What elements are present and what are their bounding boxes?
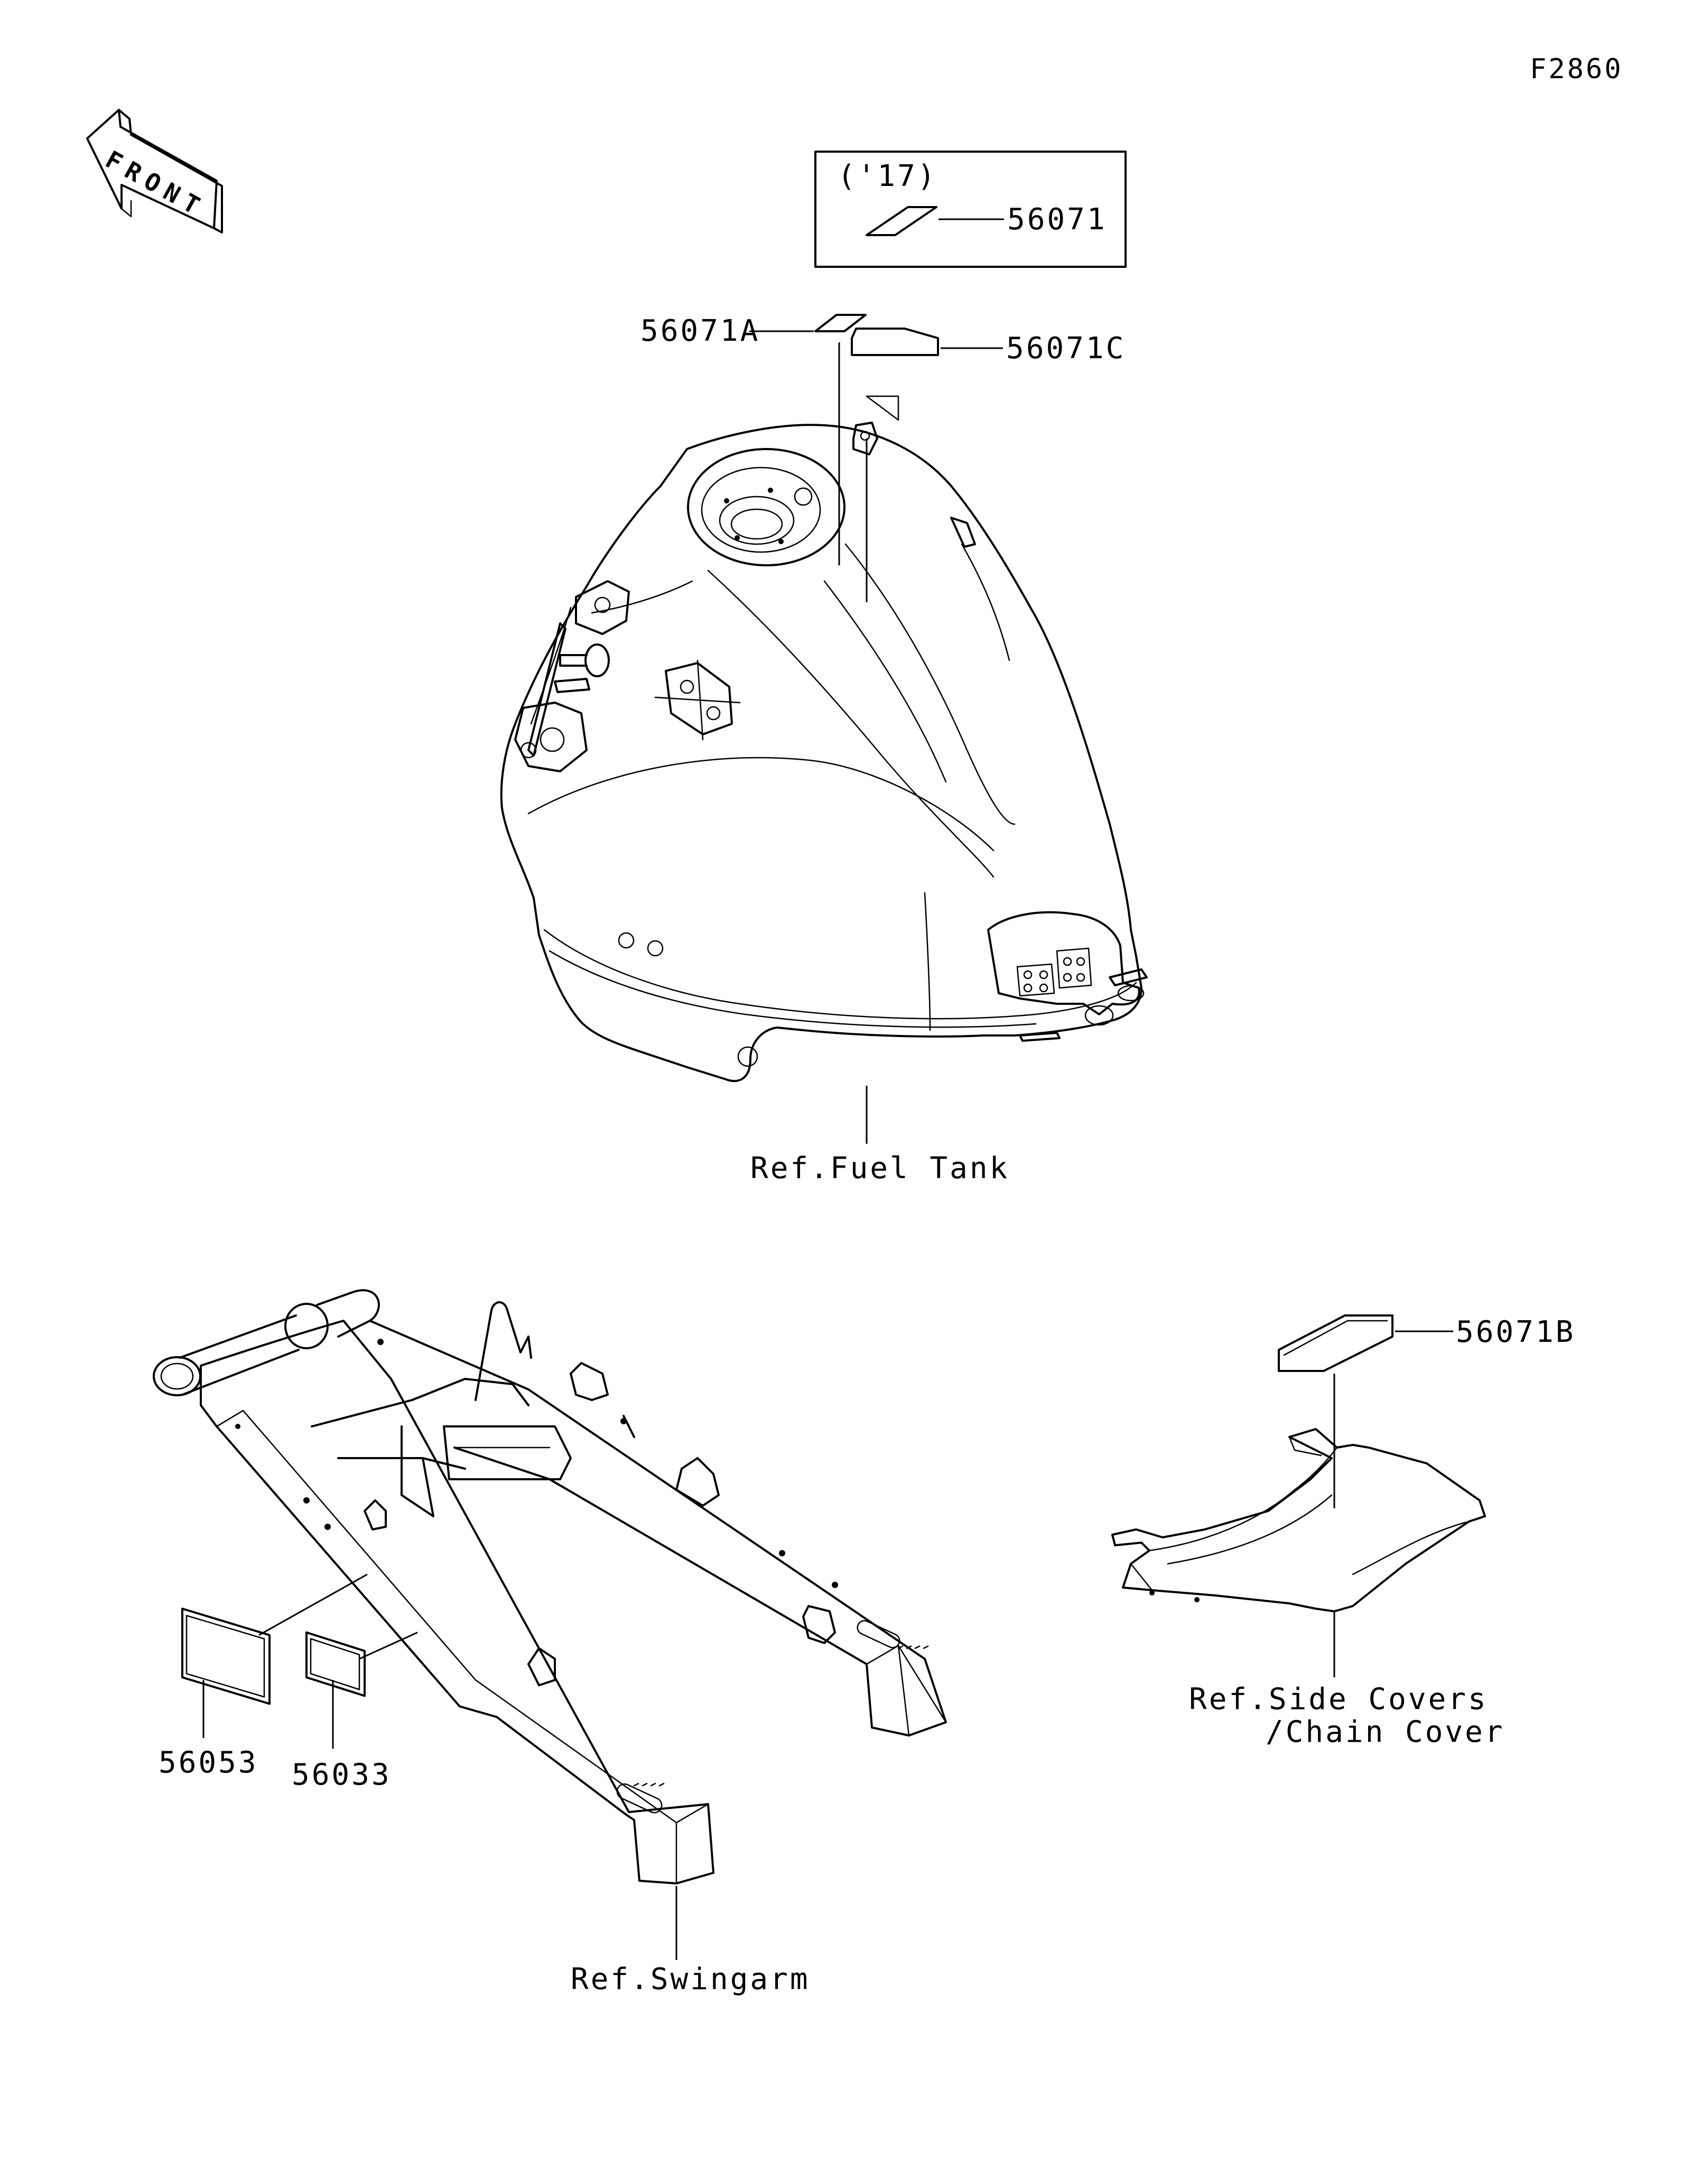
front-arrow-icon: FRONT [86, 109, 223, 234]
ref-swingarm: Ref.Swingarm [571, 1962, 810, 1996]
inset-box: ('17) 56071 [814, 151, 1127, 268]
ref-fuel-tank: Ref.Fuel Tank [750, 1151, 1009, 1186]
decal-56071a [814, 314, 867, 332]
decal-56053 [181, 1608, 271, 1705]
label-56071a: 56071A [640, 314, 760, 348]
label-56071b: 56071B [1456, 1315, 1575, 1349]
swingarm [153, 1289, 947, 1884]
decal-56071b [1278, 1314, 1393, 1372]
diagram-code: F2860 [1530, 53, 1623, 85]
inset-part: 56071 [1007, 202, 1107, 237]
ref-side-covers-line2: /Chain Cover [1266, 1715, 1505, 1749]
label-56053: 56053 [159, 1746, 258, 1780]
label-56071c: 56071C [1006, 331, 1126, 366]
label-56033: 56033 [292, 1758, 392, 1792]
ref-side-covers-line1: Ref.Side Covers [1189, 1682, 1488, 1716]
decal-56033 [305, 1631, 366, 1697]
front-text: FRONT [101, 145, 211, 223]
inset-condition: ('17) [838, 159, 937, 193]
decal-56071 [866, 206, 937, 236]
decal-56071c [851, 328, 939, 356]
fuel-tank [500, 422, 1148, 1082]
side-cover [1111, 1428, 1486, 1612]
